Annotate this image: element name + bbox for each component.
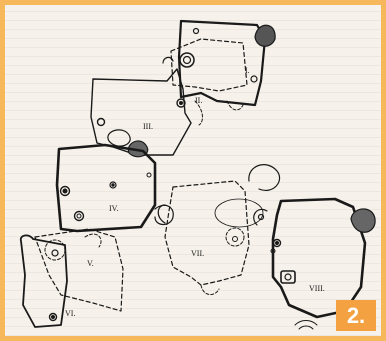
label-unit-ii: II. <box>195 96 202 105</box>
unit-iv <box>55 143 174 233</box>
label-unit-iv: IV. <box>109 204 118 213</box>
settlement-plan-diagram: I. II. III. IV. V. VI. VII. VIII. <box>19 19 376 330</box>
label-unit-vii: VII. <box>191 249 204 258</box>
unit-v <box>34 228 124 312</box>
unit-i <box>162 19 276 111</box>
label-unit-vi: VI. <box>65 309 75 318</box>
unit-viii <box>253 197 376 330</box>
unit-vi <box>19 234 68 328</box>
label-unit-iii: III. <box>143 122 153 131</box>
label-unit-i: I. <box>245 66 250 75</box>
unit-iii <box>90 68 203 158</box>
figure-number-badge: 2. <box>336 300 376 331</box>
label-unit-v: V. <box>87 259 94 268</box>
unit-vii <box>157 164 281 295</box>
label-unit-viii: VIII. <box>309 284 325 293</box>
